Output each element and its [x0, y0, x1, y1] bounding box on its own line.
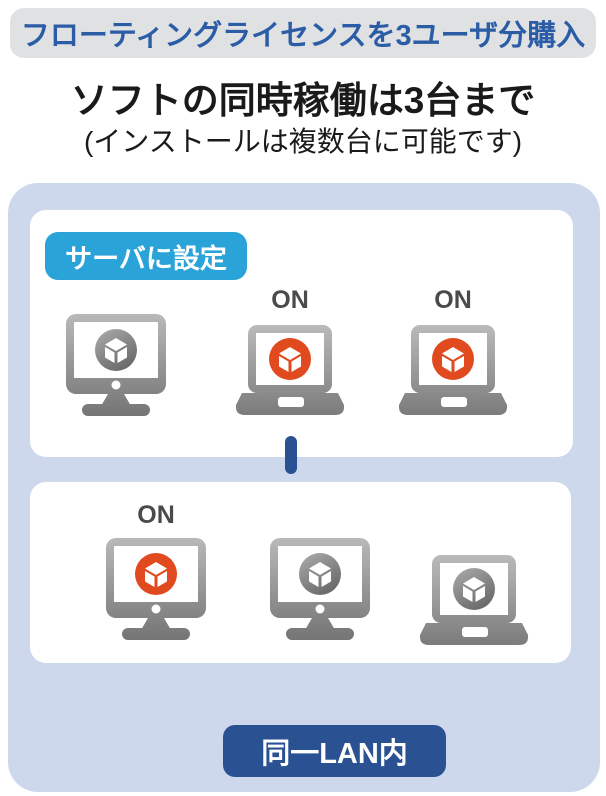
desktop-computer-icon [66, 314, 166, 416]
status-label-on: ON [271, 286, 309, 314]
server-badge: サーバに設定 [45, 232, 247, 280]
status-label-on: ON [434, 286, 472, 314]
server-laptop-active-1 [235, 325, 345, 417]
same-lan-badge: 同一LAN内 [223, 725, 446, 777]
purchase-banner-label: フローティングライセンスを3ユーザ分購入 [20, 20, 586, 52]
network-connector-line [285, 436, 297, 474]
desktop-computer-icon [106, 538, 206, 640]
client-desktop-idle [268, 536, 372, 640]
server-laptop-active-2 [398, 325, 508, 417]
cube-package-icon-idle [299, 553, 341, 595]
cube-package-icon-idle [453, 568, 495, 610]
same-lan-badge-label: 同一LAN内 [261, 738, 408, 770]
cube-package-icon-active [432, 338, 474, 380]
server-badge-label: サーバに設定 [65, 243, 227, 274]
page-title: ソフトの同時稼働は3台まで [70, 80, 536, 121]
lan-network-container: サーバに設定 [8, 183, 600, 792]
purchase-banner: フローティングライセンスを3ユーザ分購入 [10, 8, 596, 58]
client-group-panel: ON [30, 482, 571, 663]
cube-package-icon-active [135, 553, 177, 595]
client-desktop-active [104, 536, 208, 640]
laptop-computer-icon [419, 555, 529, 645]
cube-package-icon-idle [95, 329, 137, 371]
client-laptop-idle [419, 555, 529, 647]
cube-package-icon-active [269, 338, 311, 380]
page-subtitle: (インストールは複数台に可能です) [83, 126, 523, 157]
laptop-computer-icon [398, 325, 508, 415]
server-group-panel: サーバに設定 [30, 210, 573, 457]
laptop-computer-icon [235, 325, 345, 415]
status-label-on: ON [137, 501, 175, 529]
server-desktop-idle [64, 312, 168, 416]
desktop-computer-icon [270, 538, 370, 640]
